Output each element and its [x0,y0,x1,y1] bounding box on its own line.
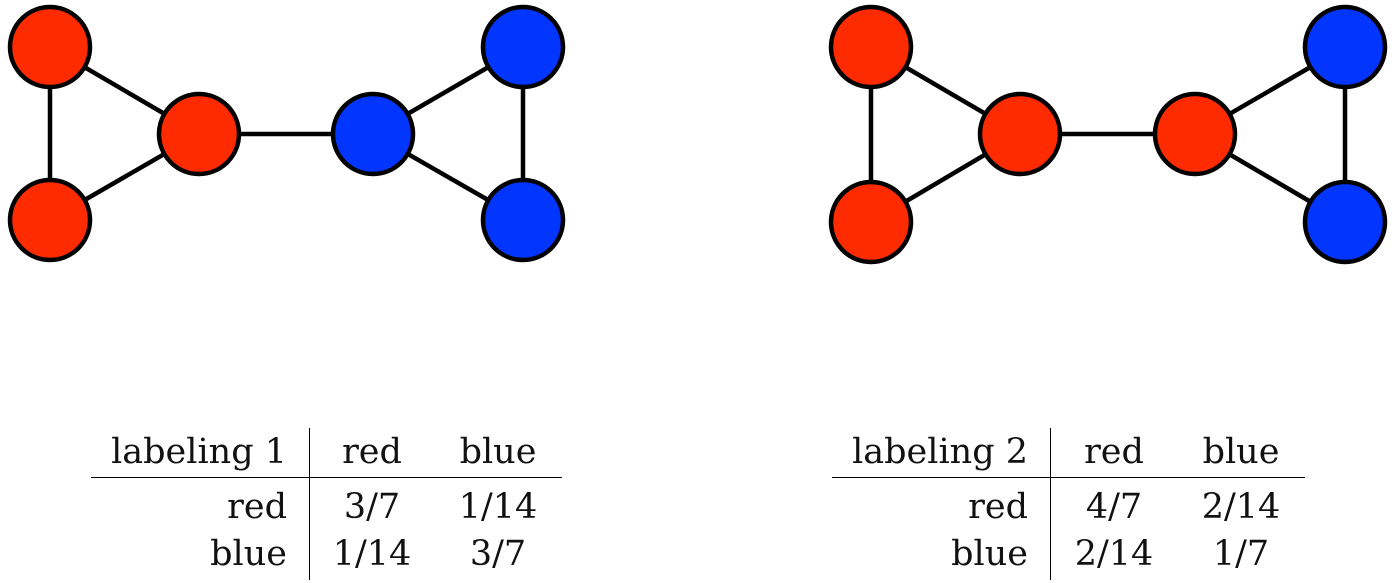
graph-1-node [7,177,93,263]
graph-2-node [1302,179,1388,265]
graph-1-node [7,4,93,90]
column-header-red: red [1050,428,1177,478]
table-row: blue 2/14 1/7 [832,528,1305,580]
labeling-2-table: labeling 2 red blue red 4/7 2/14 blue 2/… [832,428,1305,580]
graph-1-nodes [7,4,566,263]
table-cell: 2/14 [1201,487,1281,527]
graph-1-edges [47,44,526,223]
table-cell: 1/14 [458,487,538,527]
labeling-1-table: labeling 1 red blue red 3/7 1/14 blue 1/… [91,428,562,580]
table-cell: 1/14 [332,533,412,574]
table-corner-label: labeling 2 [832,428,1051,478]
column-header-blue: blue [1177,428,1305,478]
table-cell: 4/7 [1085,487,1143,527]
graph-2-edges [868,44,1348,225]
graph-2-node [977,91,1063,177]
column-header-blue: blue [434,428,562,478]
graph-2-nodes [828,4,1388,265]
column-header-red: red [309,428,434,478]
graph-1-node [480,4,566,90]
table-header-row: labeling 1 red blue [91,428,562,478]
table-cell: 3/7 [469,533,527,574]
graph-2-node [828,179,914,265]
row-label-blue: blue [91,528,310,580]
table-cell: 1/7 [1212,533,1270,574]
graph-2-node [1152,91,1238,177]
table-row: red 3/7 1/14 [91,477,562,528]
table-cell: 2/14 [1074,533,1154,574]
row-label-red: red [91,477,310,528]
table-header-row: labeling 2 red blue [832,428,1305,478]
graph-2-node [828,4,914,90]
graph-2-node [1302,4,1388,90]
table-corner-label: labeling 1 [91,428,310,478]
row-label-blue: blue [832,528,1051,580]
table-cell: 3/7 [343,487,401,527]
table-row: red 4/7 2/14 [832,477,1305,528]
table-row: blue 1/14 3/7 [91,528,562,580]
graph-1-node [480,177,566,263]
graph-1-node [156,91,242,177]
row-label-red: red [832,477,1051,528]
graph-1-node [330,91,416,177]
